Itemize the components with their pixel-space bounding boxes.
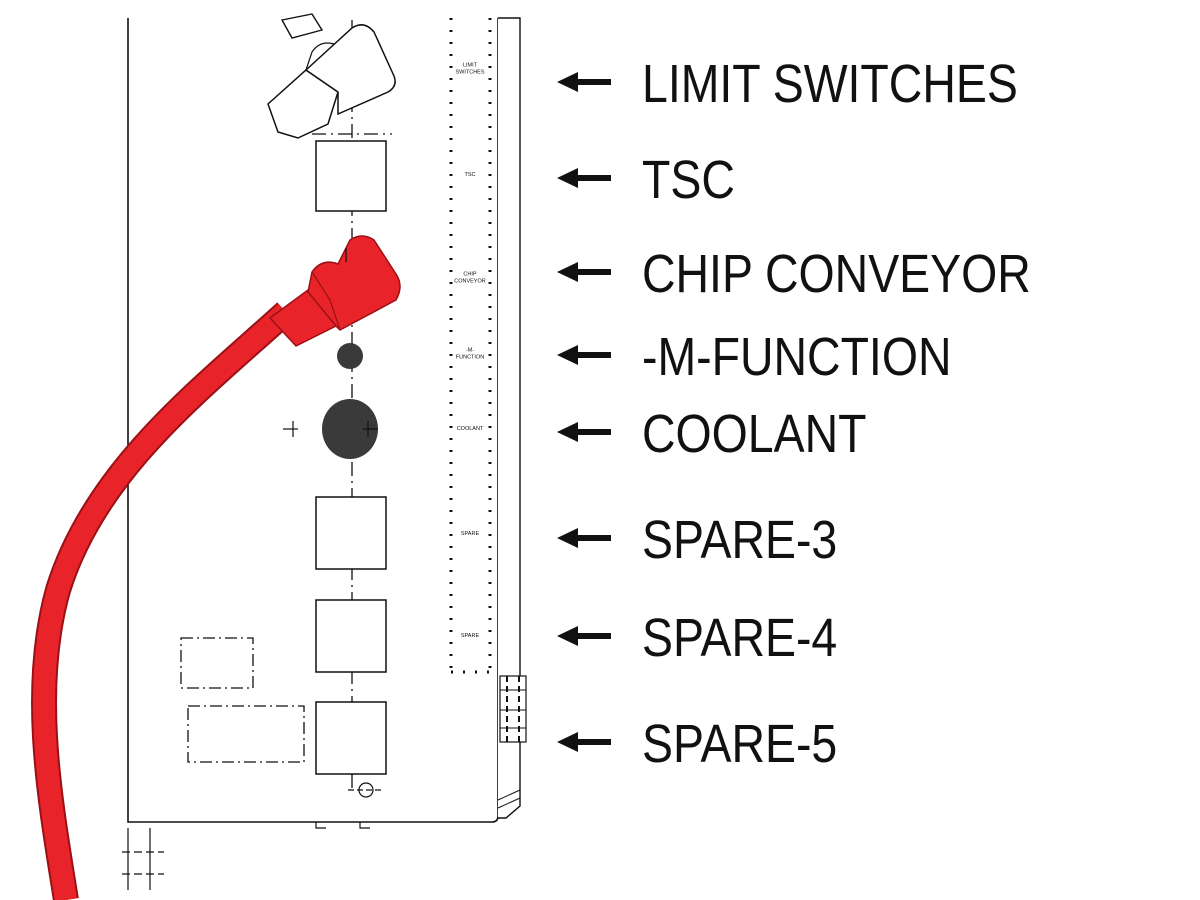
label-strip bbox=[449, 18, 492, 674]
dash-outline-upper bbox=[180, 637, 254, 689]
callout-label-1: LIMIT SWITCHES bbox=[642, 53, 1018, 114]
strip-label-line: FUNCTION bbox=[456, 355, 484, 361]
side-clamp bbox=[499, 675, 527, 743]
strip-label-line: CHIP bbox=[463, 272, 476, 278]
cable-core bbox=[33, 303, 294, 900]
callout-label-8: SPARE-5 bbox=[642, 713, 837, 774]
left-arrow-icon bbox=[557, 345, 611, 365]
chip-conveyor-plug bbox=[268, 235, 401, 347]
m-function-knob bbox=[337, 343, 363, 369]
strip-label-line: LIMIT bbox=[463, 63, 478, 69]
dash-outline-lower bbox=[187, 705, 305, 763]
callout-label-7: SPARE-4 bbox=[642, 607, 837, 668]
spare-4-receptacle bbox=[315, 599, 387, 673]
left-arrow-icon bbox=[557, 626, 611, 646]
callout-label-5: COOLANT bbox=[642, 403, 866, 464]
strip-label-line: SWITCHES bbox=[455, 70, 484, 76]
strip-label-line: TSC bbox=[465, 172, 476, 178]
callout-label-3: CHIP CONVEYOR bbox=[642, 243, 1031, 304]
strip-label-line: -M- bbox=[466, 348, 474, 354]
bottom-edge-ticks bbox=[315, 822, 370, 829]
callout-label-2: TSC bbox=[642, 149, 735, 210]
strip-label-line: SPARE bbox=[461, 633, 480, 639]
left-arrow-icon bbox=[557, 168, 611, 188]
strip-label-line: COOLANT bbox=[457, 426, 484, 432]
spare-3-receptacle bbox=[315, 496, 387, 570]
limit-switches-connector bbox=[267, 13, 396, 139]
callouts: LIMIT SWITCHES TSC CHIP CONVEYOR -M-FUNCTIO… bbox=[557, 53, 1031, 774]
callout-label-4: -M-FUNCTION bbox=[642, 326, 952, 387]
bottom-center-mark bbox=[348, 782, 384, 798]
tsc-receptacle bbox=[315, 140, 387, 212]
coolant-knob bbox=[283, 399, 378, 459]
strip-label-line: SPARE bbox=[461, 531, 480, 537]
left-arrow-icon bbox=[557, 528, 611, 548]
left-arrow-icon bbox=[557, 262, 611, 282]
left-arrow-icon bbox=[557, 732, 611, 752]
strip-label-line: CONVEYOR bbox=[454, 279, 486, 285]
panel-body bbox=[127, 17, 521, 823]
strip-label-2: TSC bbox=[465, 172, 476, 178]
strip-label-6: SPARE bbox=[461, 531, 480, 537]
strip-label-5: COOLANT bbox=[457, 426, 484, 432]
strip-label-7: SPARE bbox=[461, 633, 480, 639]
bottom-left-bracket bbox=[122, 828, 164, 890]
left-arrow-icon bbox=[557, 72, 611, 92]
left-arrow-icon bbox=[557, 422, 611, 442]
spare-5-receptacle bbox=[315, 701, 387, 775]
callout-label-6: SPARE-3 bbox=[642, 509, 837, 570]
strip-label-4: -M-FUNCTION bbox=[456, 348, 484, 361]
